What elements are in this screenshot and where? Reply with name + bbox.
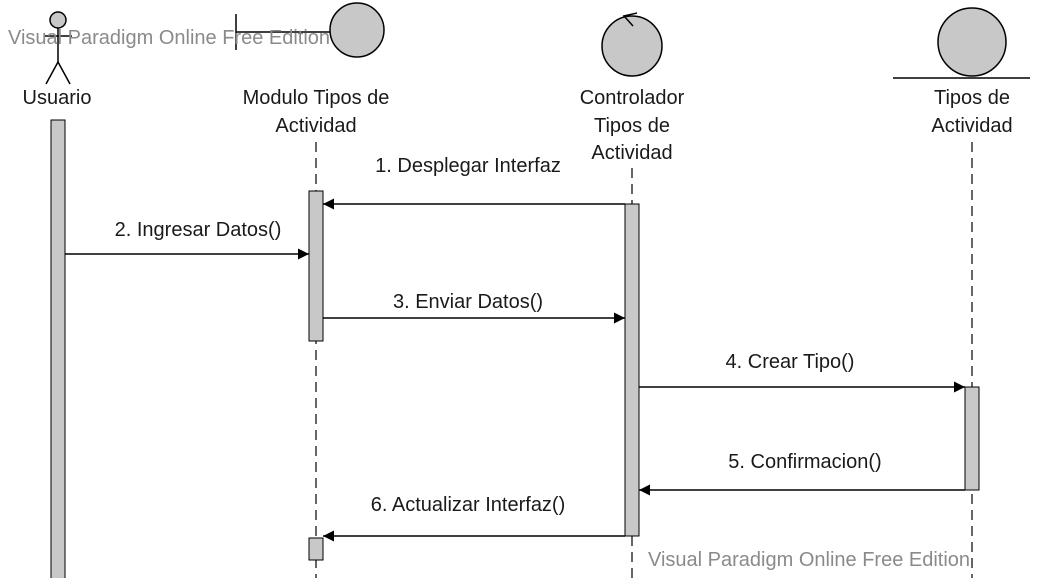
- message-label: 4. Crear Tipo(): [726, 351, 855, 373]
- usuario-activation-bar: [50, 119, 66, 578]
- boundary-label-line1: Modulo Tipos de: [243, 87, 390, 109]
- entidad-activation-bar: [964, 386, 980, 491]
- entity-tipos-actividad[interactable]: Tipos de Actividad: [893, 7, 1030, 137]
- modulo-activation-bar: [308, 190, 324, 342]
- control-controlador[interactable]: Controlador Tipos de Actividad: [580, 12, 685, 164]
- boundary-label-line2: Actividad: [275, 115, 356, 137]
- control-label-line1: Controlador: [580, 87, 685, 109]
- actor-icon: [44, 11, 72, 85]
- entity-label-line2: Actividad: [931, 115, 1012, 137]
- controlador-activation-bar: [624, 203, 640, 537]
- message-6[interactable]: 6. Actualizar Interfaz(): [323, 494, 625, 542]
- control-label-line2: Tipos de: [594, 115, 670, 137]
- actor-label: Usuario: [23, 87, 92, 109]
- message-label: 6. Actualizar Interfaz(): [371, 494, 566, 516]
- message-label: 2. Ingresar Datos(): [115, 219, 282, 241]
- entity-label-line1: Tipos de: [934, 87, 1010, 109]
- message-5[interactable]: 5. Confirmacion(): [639, 451, 965, 496]
- watermark-bottom: Visual Paradigm Online Free Edition: [648, 549, 970, 571]
- message-2[interactable]: 2. Ingresar Datos(): [65, 219, 309, 260]
- control-label-line3: Actividad: [591, 142, 672, 164]
- message-1[interactable]: 1. Desplegar Interfaz: [323, 155, 625, 210]
- control-icon: [601, 12, 663, 77]
- message-label: 5. Confirmacion(): [728, 451, 881, 473]
- message-label: 1. Desplegar Interfaz: [375, 155, 561, 177]
- boundary-icon: [235, 2, 385, 58]
- watermark-top: Visual Paradigm Online Free Edition: [8, 27, 330, 49]
- boundary-modulo[interactable]: Modulo Tipos de Actividad: [235, 2, 390, 137]
- message-3[interactable]: 3. Enviar Datos(): [323, 291, 625, 324]
- actor-usuario[interactable]: Usuario: [23, 11, 92, 109]
- message-4[interactable]: 4. Crear Tipo(): [639, 351, 965, 393]
- message-label: 3. Enviar Datos(): [393, 291, 543, 313]
- entity-icon: [893, 7, 1030, 79]
- modulo-activation-bar-2: [308, 537, 324, 561]
